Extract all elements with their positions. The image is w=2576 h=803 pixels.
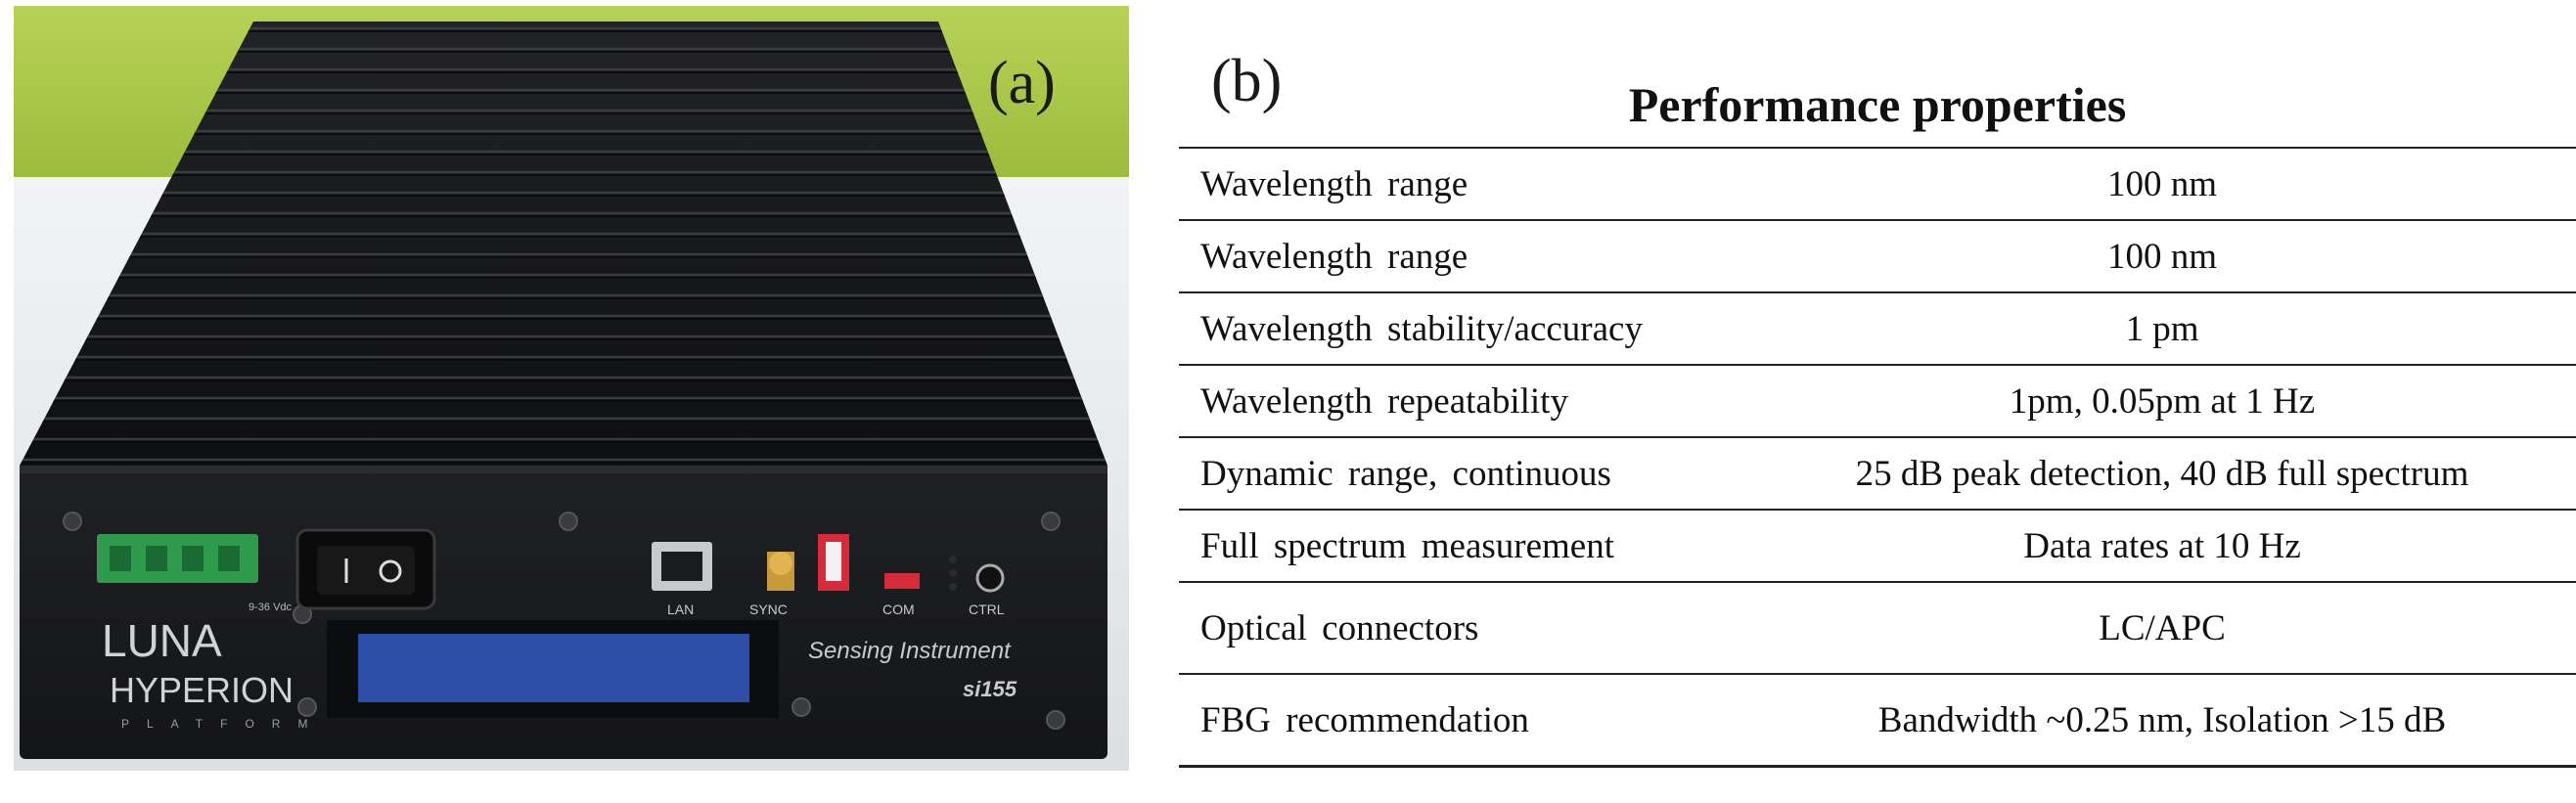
- product-logo: HYPERION: [110, 670, 294, 710]
- panel-label-a: (a): [988, 50, 1056, 116]
- power-label: 9-36 Vdc: [249, 602, 293, 613]
- property-cell: Dynamic range, continuous: [1200, 453, 1611, 494]
- port-label-sync: SYNC: [749, 602, 788, 617]
- property-cell: Wavelength repeatability: [1200, 380, 1568, 422]
- table-row: Optical connectors LC/APC: [1179, 582, 2576, 674]
- port-label-lan: LAN: [667, 602, 694, 617]
- port-label-com: COM: [882, 602, 915, 617]
- table-row: Wavelength stability/accuracy 1 pm: [1179, 292, 2576, 365]
- table-row: Wavelength range 100 nm: [1179, 148, 2576, 220]
- platform-logo: PLATFORM: [121, 717, 325, 731]
- table-title: Performance properties: [1628, 77, 2127, 132]
- brand-logo: LUNA: [102, 615, 222, 666]
- value-cell: Bandwidth ~0.25 nm, Isolation >15 dB: [1877, 699, 2447, 740]
- sensing-instrument-label: Sensing Instrument: [808, 638, 1012, 664]
- value-cell: Data rates at 10 Hz: [2023, 525, 2301, 566]
- value-cell: 1 pm: [2125, 308, 2199, 349]
- value-cell: 100 nm: [2106, 163, 2218, 204]
- table-row: Full spectrum measurement Data rates at …: [1179, 510, 2576, 582]
- lcd-display: [358, 634, 749, 702]
- ctrl-connector-icon: [975, 563, 1005, 593]
- table-row: Wavelength repeatability 1pm, 0.05pm at …: [1179, 365, 2576, 437]
- property-cell: Wavelength range: [1200, 236, 1469, 277]
- screw-icon: [63, 512, 1065, 730]
- property-cell: Optical connectors: [1200, 607, 1479, 648]
- value-cell: 100 nm: [2106, 236, 2218, 277]
- property-cell: Full spectrum measurement: [1200, 525, 1615, 566]
- power-terminal-icon: [97, 534, 258, 583]
- table-row: Dynamic range, continuous 25 dB peak det…: [1179, 437, 2576, 510]
- model-label: si155: [963, 677, 1017, 701]
- sync-connector-icon: [767, 552, 794, 591]
- device-photo: 9-36 Vdc LUNA HYPERION PLATFORM: [14, 6, 1129, 771]
- lan-port-icon: [652, 542, 712, 591]
- value-cell: 25 dB peak detection, 40 dB full spectru…: [1855, 453, 2469, 494]
- property-cell: FBG recommendation: [1200, 699, 1529, 740]
- panel-label-b: (b): [1211, 48, 1283, 114]
- port-label-ctrl: CTRL: [969, 602, 1005, 617]
- usb-port-icon: [818, 534, 849, 591]
- table-row: FBG recommendation Bandwidth ~0.25 nm, I…: [1179, 674, 2576, 767]
- status-led-icon: [949, 556, 957, 591]
- property-cell: Wavelength stability/accuracy: [1200, 308, 1643, 349]
- power-switch[interactable]: [295, 528, 436, 610]
- com-port-icon: [884, 573, 920, 589]
- table-row: Wavelength range 100 nm: [1179, 220, 2576, 292]
- property-cell: Wavelength range: [1200, 163, 1469, 204]
- performance-table: Wavelength range 100 nm Wavelength range…: [1179, 147, 2576, 768]
- value-cell: 1pm, 0.05pm at 1 Hz: [2009, 380, 2316, 422]
- value-cell: LC/APC: [2099, 607, 2226, 648]
